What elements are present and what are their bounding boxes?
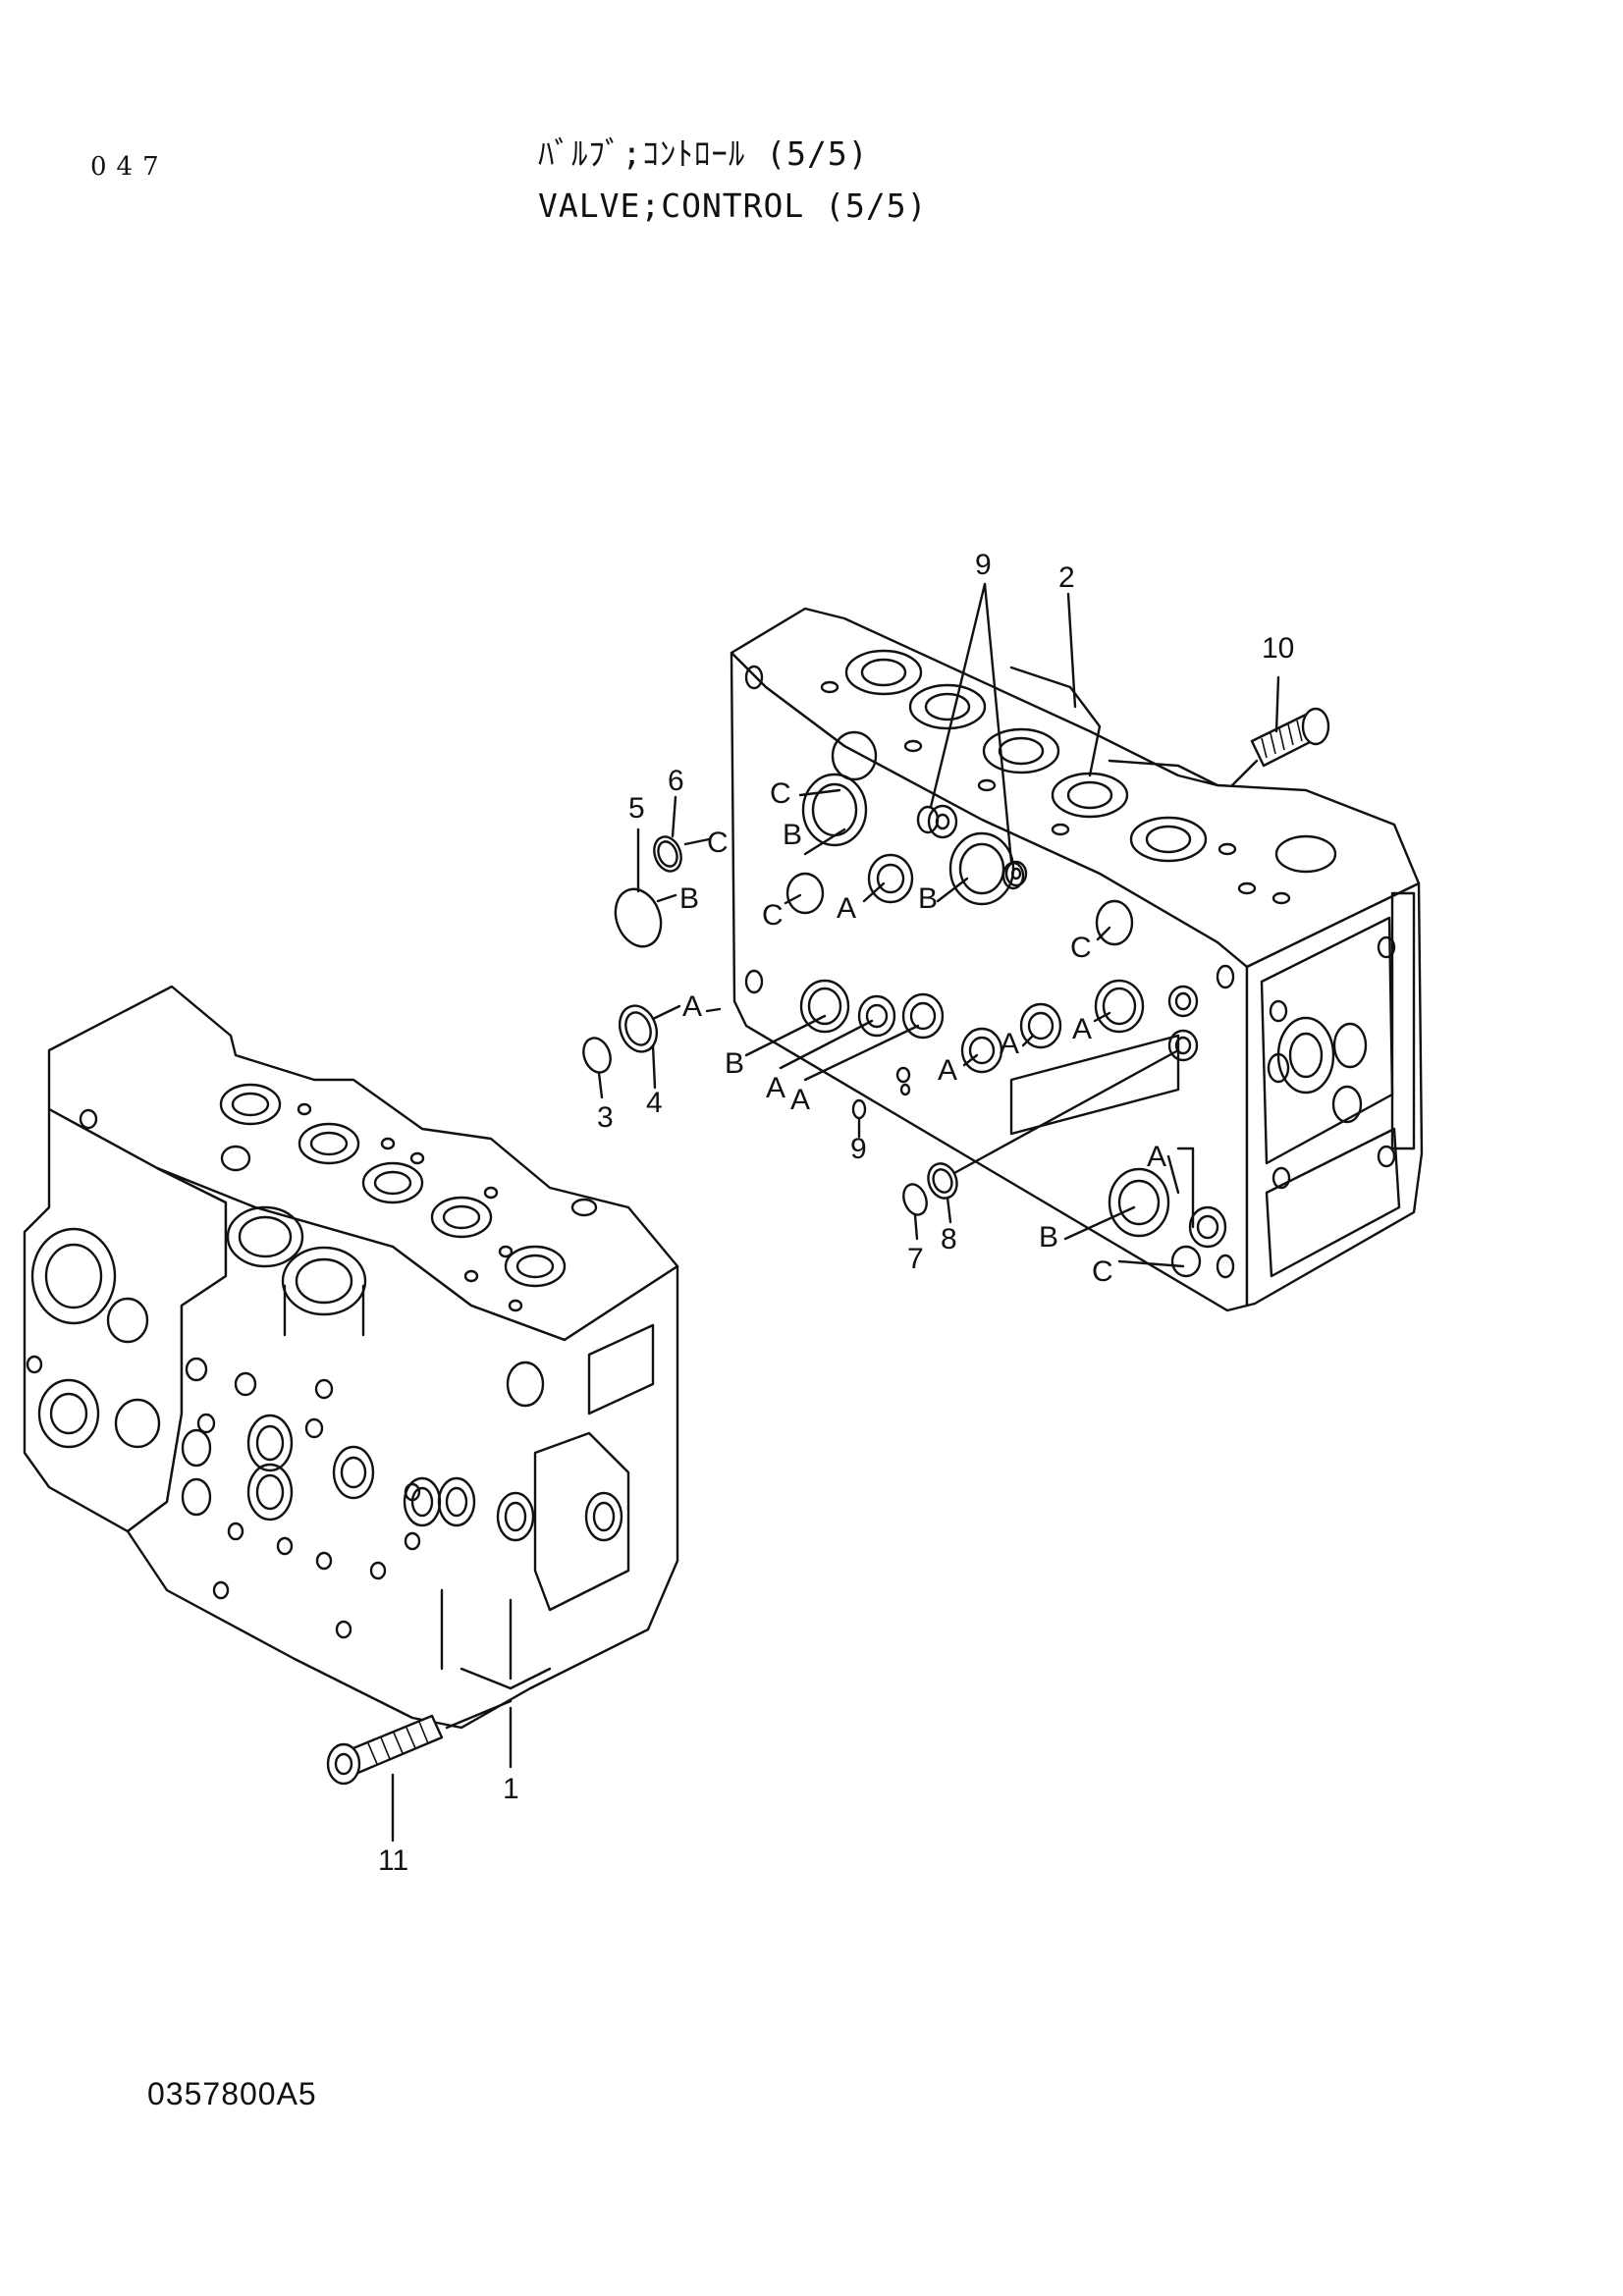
port-label-a: A [938,1054,957,1087]
port-label-a: A [1147,1141,1166,1173]
callout-5: 5 [628,792,645,825]
bolt-item-10 [1230,707,1330,787]
bolt-item-11 [326,1699,513,1786]
port-label-a: A [790,1084,810,1116]
callout-10: 10 [1262,632,1294,665]
callout-3: 3 [597,1101,614,1134]
port-label-c: C [770,777,791,810]
callout-1: 1 [503,1773,519,1805]
right-block-front-face [730,651,1249,1312]
callout-4: 4 [646,1087,663,1119]
page-number: 047 [90,152,169,182]
seal-item-4 [618,1004,659,1053]
seal-item-8 [927,1162,958,1200]
port-label-b: B [725,1047,744,1080]
drawing-number: 0357800A5 [147,2076,317,2111]
port-label-b: B [679,882,699,915]
port-letters: C B C B C A B C A B A A A A A A B C [679,777,1166,1288]
port-label-b: B [783,819,802,851]
left-block-front-face [126,1166,679,1730]
seal-item-5 [614,887,663,948]
port-label-c: C [762,899,784,932]
title-english: VALVE;CONTROL (5/5) [538,187,928,225]
port-label-a: A [837,892,856,925]
seal-item-7 [902,1183,928,1216]
callout-11: 11 [378,1844,408,1877]
port-label-b: B [918,882,938,915]
port-label-b: B [1039,1221,1058,1254]
callout-9-upper: 9 [975,549,992,581]
callout-8: 8 [941,1223,957,1255]
seal-item-6 [653,835,682,873]
seal-item-3 [582,1037,612,1074]
valve-section-left [23,985,679,1786]
port-label-c: C [1092,1255,1113,1288]
callout-7: 7 [907,1243,924,1275]
callout-6: 6 [668,765,684,797]
port-label-a: A [766,1072,785,1104]
seal-item-9-upper [916,805,1025,890]
port-label-a: A [1000,1028,1019,1060]
callout-labels: 9 2 10 5 6 3 4 9 7 8 1 11 [378,549,1294,1877]
valve-section-right [730,607,1424,1312]
port-label-a: A [1072,1013,1092,1045]
port-label-c: C [1070,932,1092,964]
port-label-a: A [682,990,702,1023]
seal-item-9-lower [851,1098,867,1120]
callout-9-lower: 9 [850,1133,867,1165]
callout-2: 2 [1058,561,1075,594]
leader-lines [391,582,1280,1842]
port-label-c: C [707,827,729,859]
title-japanese: ﾊﾞﾙﾌﾞ;ｺﾝﾄﾛｰﾙ (5/5) [538,134,869,173]
